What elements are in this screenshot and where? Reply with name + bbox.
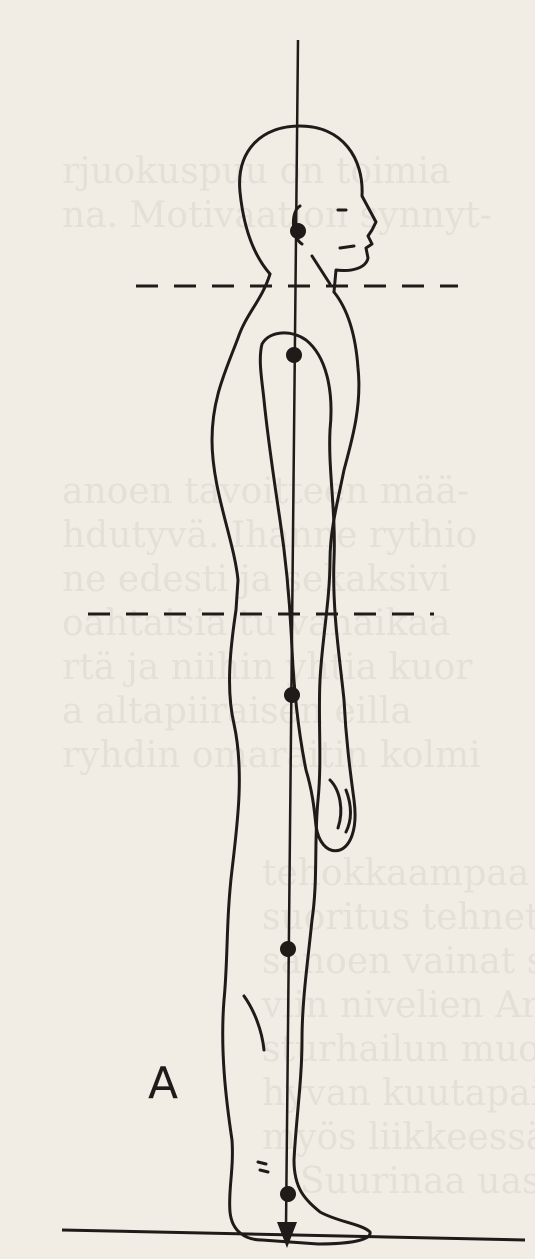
head-outline xyxy=(240,126,376,292)
ground-line xyxy=(62,1230,525,1240)
arm-outline xyxy=(260,333,355,851)
jaw-mark xyxy=(312,256,330,284)
back-outline xyxy=(212,274,270,1240)
landmark-dot-ankle xyxy=(280,1186,296,1202)
landmark-dot-knee xyxy=(280,941,296,957)
knee-line xyxy=(244,996,264,1050)
front-outline xyxy=(262,292,370,1244)
figure-label: A xyxy=(148,1058,178,1109)
ankle-mark xyxy=(258,1162,268,1172)
gravity-line xyxy=(286,40,298,1226)
landmark-dot-shoulder xyxy=(286,347,302,363)
mouth-mark xyxy=(340,246,354,248)
hand-outline xyxy=(330,780,351,832)
landmark-dot-hip xyxy=(284,687,300,703)
landmark-dot-ear xyxy=(290,223,306,239)
